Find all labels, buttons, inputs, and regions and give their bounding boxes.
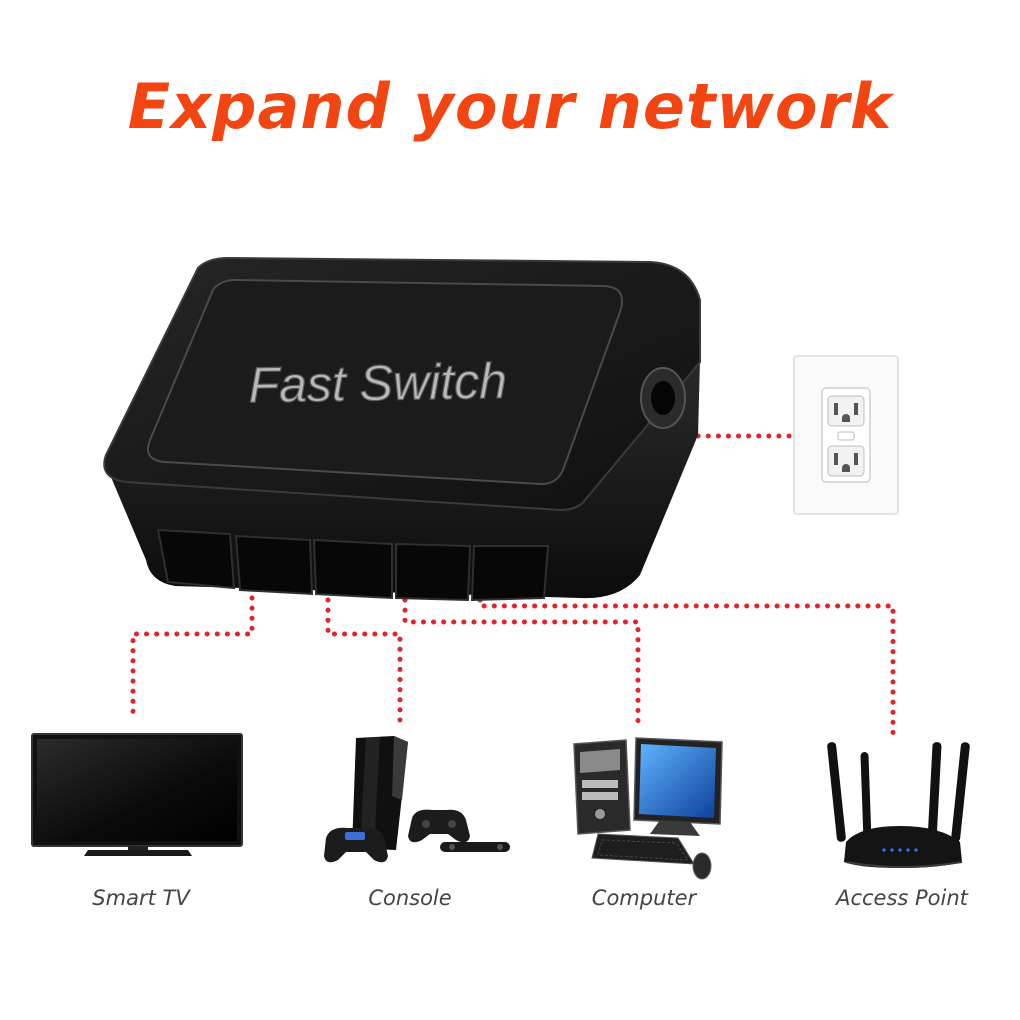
ethernet-ports	[156, 528, 550, 602]
desktop-computer-icon	[573, 737, 723, 880]
switch-brand-text: Fast Switch	[248, 353, 507, 414]
connection-lines	[130, 433, 896, 741]
power-jack-icon	[640, 367, 686, 429]
line-switch-to-console	[325, 597, 403, 731]
line-switch-to-access-point	[477, 597, 896, 741]
device-label-smart-tv: Smart TV	[92, 886, 190, 910]
page-headline: Expand your network	[127, 70, 893, 143]
device-label-console: Console	[368, 886, 452, 910]
device-label-computer: Computer	[591, 886, 697, 910]
wireless-router-icon	[827, 742, 970, 868]
switch-top-panel	[146, 278, 624, 486]
wall-outlet-icon	[793, 355, 899, 515]
ethernet-port-4	[395, 542, 472, 602]
ethernet-port-1	[156, 528, 236, 590]
smart-tv-icon	[31, 733, 243, 856]
line-switch-to-tv	[130, 595, 255, 719]
game-console-icon	[324, 736, 510, 863]
fast-switch-device: Fast Switch	[103, 256, 701, 602]
line-switch-to-computer	[402, 597, 641, 725]
ethernet-port-2	[234, 534, 314, 596]
device-label-access-point: Access Point	[836, 886, 968, 910]
ethernet-port-3	[312, 538, 393, 600]
ethernet-port-5	[470, 545, 550, 602]
